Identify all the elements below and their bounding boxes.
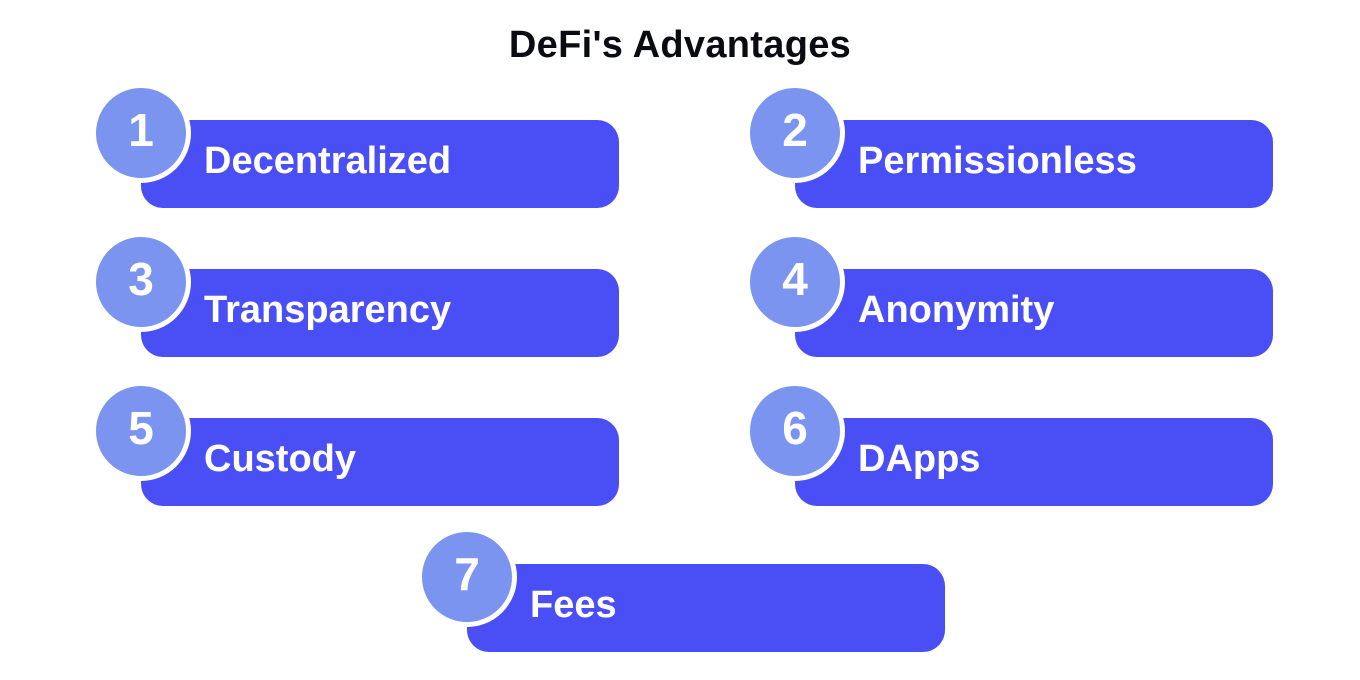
advantage-label: Custody: [204, 438, 356, 480]
advantage-item-anonymity: Anonymity 4: [745, 232, 1280, 359]
advantage-pill: [141, 418, 619, 506]
diagram-title: DeFi's Advantages: [508, 24, 852, 66]
advantage-pill: [141, 120, 619, 208]
advantage-item-fees: Fees 7: [417, 527, 952, 654]
advantage-label: Anonymity: [858, 289, 1055, 331]
number-badge: 4: [745, 232, 845, 332]
advantage-pill: [467, 564, 945, 652]
advantage-pill: [795, 120, 1273, 208]
advantage-item-custody: Custody 5: [91, 381, 626, 508]
number-badge: 7: [417, 527, 517, 627]
number-badge: 6: [745, 381, 845, 481]
advantage-label: DApps: [858, 438, 981, 480]
number-badge: 3: [91, 232, 191, 332]
advantage-pill: [795, 418, 1273, 506]
advantage-label: Decentralized: [204, 140, 452, 182]
advantage-pill: [795, 269, 1273, 357]
advantage-label: Transparency: [204, 289, 452, 331]
advantage-item-decentralized: Decentralized 1: [91, 83, 626, 210]
number-badge: 5: [91, 381, 191, 481]
advantage-label: Fees: [530, 584, 617, 626]
advantage-item-permissionless: Permissionless 2: [745, 83, 1280, 210]
number-badge: 2: [745, 83, 845, 183]
advantage-item-dapps: DApps 6: [745, 381, 1280, 508]
advantage-pill: [141, 269, 619, 357]
advantage-item-transparency: Transparency 3: [91, 232, 626, 359]
number-badge: 1: [91, 83, 191, 183]
advantage-label: Permissionless: [858, 140, 1137, 182]
